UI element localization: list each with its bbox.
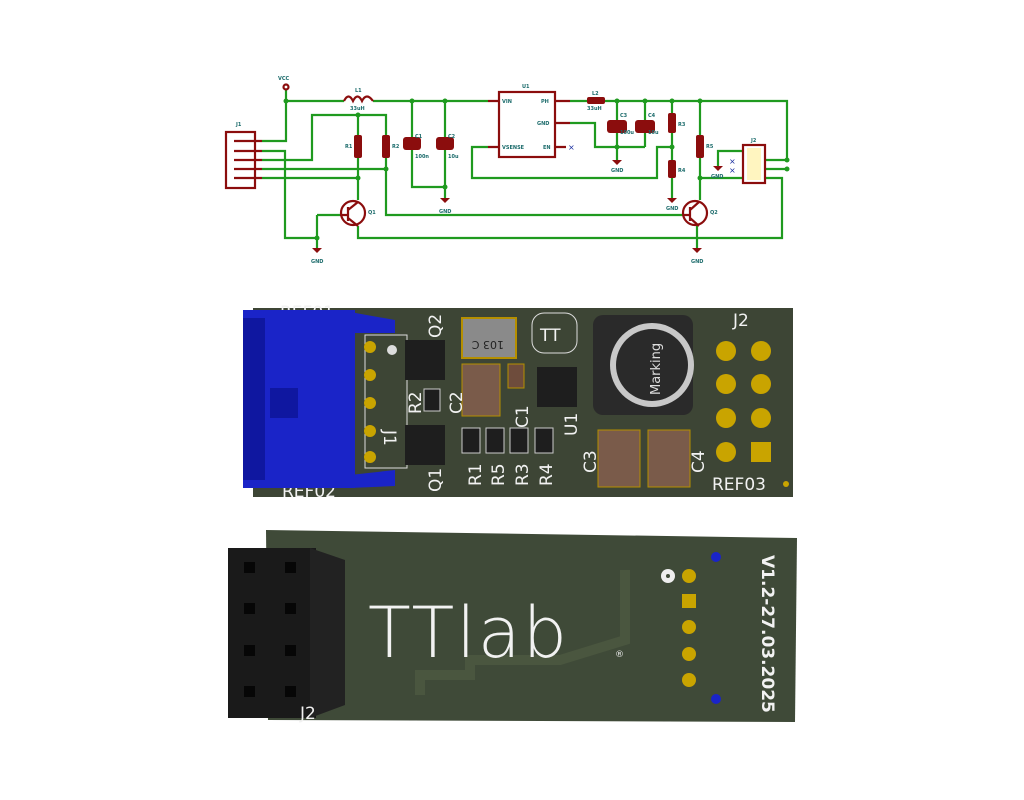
- svg-text:10u: 10u: [448, 154, 459, 160]
- transistor-q2: Q2: [681, 199, 718, 227]
- connector-j2: J2 × ×: [729, 138, 767, 185]
- resistor-r4: R4: [668, 160, 686, 178]
- header-j2: [228, 548, 345, 718]
- svg-text:R4: R4: [537, 463, 557, 486]
- inductor-l2: L2 33uH: [587, 91, 605, 112]
- svg-text:100u: 100u: [620, 130, 634, 136]
- svg-text:10u: 10u: [648, 130, 659, 136]
- svg-text:VIN: VIN: [502, 99, 512, 105]
- svg-text:J1: J1: [235, 122, 242, 128]
- j1-pins: [364, 341, 376, 463]
- svg-text:®: ®: [615, 650, 624, 660]
- vcc-symbol: VCC: [278, 76, 290, 91]
- gnd-symbols: GND GND GND GND GND GND: [311, 160, 723, 265]
- j2-pins: [716, 341, 771, 462]
- svg-text:103 C: 103 C: [472, 338, 504, 351]
- connector-j1-body: [243, 310, 395, 488]
- svg-text:Q2: Q2: [710, 210, 718, 216]
- svg-text:GND: GND: [537, 121, 549, 127]
- svg-text:100n: 100n: [415, 154, 429, 160]
- svg-text:J2: J2: [750, 138, 757, 144]
- no-connect-icon: ×: [729, 166, 736, 175]
- connector-j1: J1: [224, 122, 262, 190]
- transistor-q1: Q1: [339, 199, 376, 227]
- svg-text:C4: C4: [648, 113, 656, 119]
- svg-text:C3: C3: [581, 450, 601, 473]
- junctions: [283, 98, 790, 241]
- svg-text:33uH: 33uH: [350, 106, 365, 112]
- gnd-icon: GND: [311, 248, 323, 265]
- capacitor-c1: C1 100n: [403, 134, 429, 160]
- svg-text:C2: C2: [447, 391, 467, 414]
- svg-text:GND: GND: [666, 206, 678, 212]
- svg-text:33uH: 33uH: [587, 106, 602, 112]
- svg-text:R5: R5: [489, 463, 509, 486]
- svg-text:J2: J2: [299, 704, 316, 724]
- svg-text:Marking: Marking: [649, 343, 664, 395]
- svg-text:GND: GND: [311, 259, 323, 265]
- svg-text:C4: C4: [689, 450, 709, 473]
- ttlab-logo: TTlab: [368, 592, 569, 674]
- no-connect-icon: ×: [568, 143, 575, 152]
- svg-text:J2: J2: [732, 311, 749, 331]
- svg-text:L2: L2: [592, 91, 599, 97]
- svg-text:V1.2-27.03.2025: V1.2-27.03.2025: [757, 555, 777, 713]
- svg-text:R5: R5: [706, 144, 714, 150]
- svg-text:C2: C2: [448, 134, 456, 140]
- svg-text:GND: GND: [439, 209, 451, 215]
- resistor-r3: R3: [668, 113, 686, 133]
- svg-text:J1: J1: [379, 429, 399, 446]
- capacitor-c3: C3 100u: [607, 113, 634, 136]
- gnd-icon: GND: [691, 248, 703, 265]
- svg-text:R3: R3: [513, 463, 533, 486]
- svg-text:VSENSE: VSENSE: [502, 145, 525, 151]
- power-inductor: Marking: [593, 315, 694, 415]
- resistor-r2: R2: [382, 135, 400, 158]
- svg-text:U1: U1: [562, 413, 582, 436]
- svg-text:C1: C1: [415, 134, 423, 140]
- inductor-l1: L1 33uH: [343, 88, 374, 112]
- svg-text:Q2: Q2: [426, 314, 446, 338]
- capacitor-c4: C4 10u: [635, 113, 659, 136]
- svg-text:TT: TT: [539, 326, 561, 346]
- no-connect-icon: ×: [729, 157, 736, 166]
- svg-text:PH: PH: [541, 99, 549, 105]
- svg-text:R1: R1: [345, 144, 353, 150]
- resistor-r1: R1: [345, 135, 362, 158]
- gnd-icon: GND: [611, 160, 623, 174]
- svg-text:L1: L1: [355, 88, 362, 94]
- svg-text:R4: R4: [678, 168, 686, 174]
- svg-text:REF03: REF03: [712, 475, 766, 495]
- svg-text:GND: GND: [691, 259, 703, 265]
- svg-text:R3: R3: [678, 122, 686, 128]
- svg-text:VCC: VCC: [278, 76, 290, 82]
- schematic: VCC J1 L1 33uH R1 R2 R3 R4 R5 C1 100n C2 1…: [224, 76, 790, 265]
- svg-text:Q1: Q1: [368, 210, 376, 216]
- capacitor-c2: C2 10u: [436, 134, 459, 160]
- svg-text:Q1: Q1: [426, 468, 446, 492]
- svg-text:REF01: REF01: [280, 303, 334, 323]
- svg-text:U1: U1: [522, 84, 530, 90]
- ic-u1: U1 VIN VSENSE PH GND EN ×: [488, 84, 575, 159]
- gnd-icon: GND: [666, 198, 678, 212]
- svg-text:REF02: REF02: [282, 482, 336, 502]
- svg-text:C1: C1: [513, 405, 533, 428]
- svg-text:C3: C3: [620, 113, 628, 119]
- j1-pads-bottom: [682, 569, 696, 687]
- svg-text:GND: GND: [711, 174, 723, 180]
- svg-text:R1: R1: [466, 463, 486, 486]
- svg-text:R2: R2: [406, 391, 426, 414]
- wires: [262, 90, 789, 248]
- svg-text:EN: EN: [543, 145, 551, 151]
- svg-text:GND: GND: [611, 168, 623, 174]
- resistor-r5: R5: [696, 135, 714, 158]
- gnd-icon: GND: [711, 166, 723, 180]
- gnd-icon: GND: [439, 198, 451, 215]
- svg-text:R2: R2: [392, 144, 400, 150]
